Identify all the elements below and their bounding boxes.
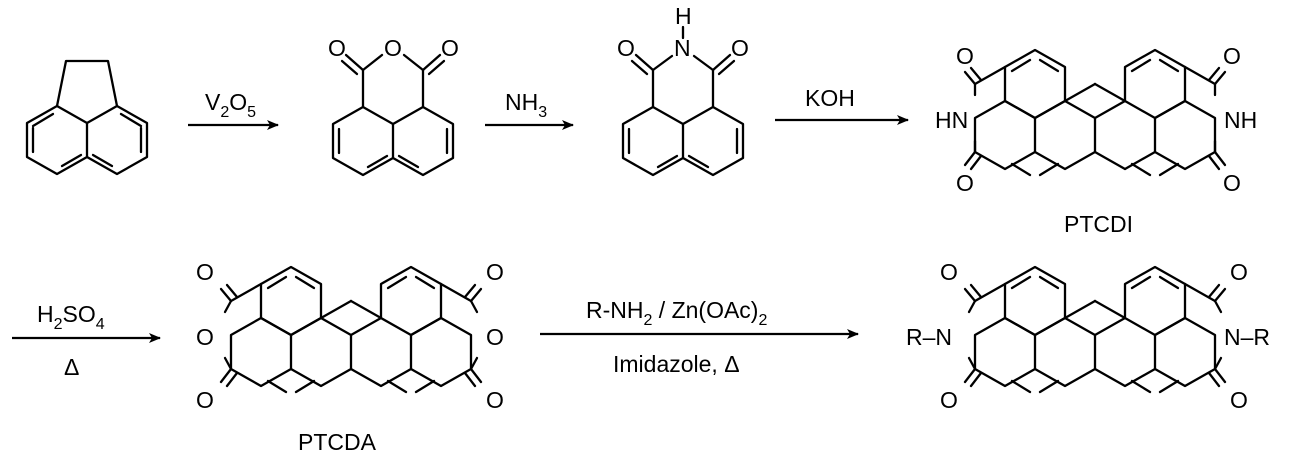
atom-o: O xyxy=(384,35,402,61)
reagent-imidazole: Imidazole, Δ xyxy=(613,351,740,377)
atom-o: O xyxy=(196,387,214,413)
reaction-arrow-1: V2O5 xyxy=(188,89,279,130)
naphthalimide-structure: H N O O xyxy=(617,3,749,177)
atom-o: O xyxy=(956,170,974,196)
naphthalic-anhydride-structure: O O O xyxy=(328,35,459,177)
reagent-h2so4: H2SO4 xyxy=(37,301,105,333)
reagent-v2o5: V2O5 xyxy=(205,89,256,121)
atom-o: O xyxy=(617,35,635,61)
atom-n-r: N–R xyxy=(1224,324,1270,350)
ptcdi-structure: O HN O O NH O PTCDI xyxy=(935,43,1257,237)
atom-o: O xyxy=(956,43,974,69)
atom-nh: NH xyxy=(1224,107,1257,133)
ptcdi-label: PTCDI xyxy=(1064,211,1133,237)
atom-n: N xyxy=(674,35,691,61)
reaction-arrow-4: H2SO4 Δ xyxy=(12,301,161,380)
reagent-koh: KOH xyxy=(805,85,855,111)
reaction-arrow-2: NH3 xyxy=(485,89,574,130)
atom-o: O xyxy=(196,324,214,350)
atom-o: O xyxy=(1230,259,1248,285)
atom-o: O xyxy=(940,259,958,285)
ptcda-structure: O O O O O O PTCDA xyxy=(196,259,504,455)
reaction-arrow-5: R-NH2 / Zn(OAc)2 Imidazole, Δ xyxy=(540,297,859,377)
ptcda-label: PTCDA xyxy=(298,429,377,455)
atom-o: O xyxy=(940,387,958,413)
reagent-nh3: NH3 xyxy=(505,89,547,121)
atom-o: O xyxy=(196,259,214,285)
atom-r-n: R–N xyxy=(906,324,952,350)
atom-hn: HN xyxy=(935,107,968,133)
atom-o: O xyxy=(1223,43,1241,69)
atom-o: O xyxy=(486,324,504,350)
atom-o: O xyxy=(1230,387,1248,413)
atom-o: O xyxy=(441,35,459,61)
atom-h: H xyxy=(675,3,692,29)
reagent-heat: Δ xyxy=(64,354,79,380)
perylene-diimide-structure: O R–N O O N–R O xyxy=(906,259,1270,413)
atom-o: O xyxy=(486,259,504,285)
atom-o: O xyxy=(731,35,749,61)
atom-o: O xyxy=(1223,170,1241,196)
atom-o: O xyxy=(328,35,346,61)
reaction-arrow-3: KOH xyxy=(775,85,909,125)
reagent-amine-zinc: R-NH2 / Zn(OAc)2 xyxy=(586,297,767,329)
atom-o: O xyxy=(486,387,504,413)
acenaphthene-structure xyxy=(25,59,149,176)
